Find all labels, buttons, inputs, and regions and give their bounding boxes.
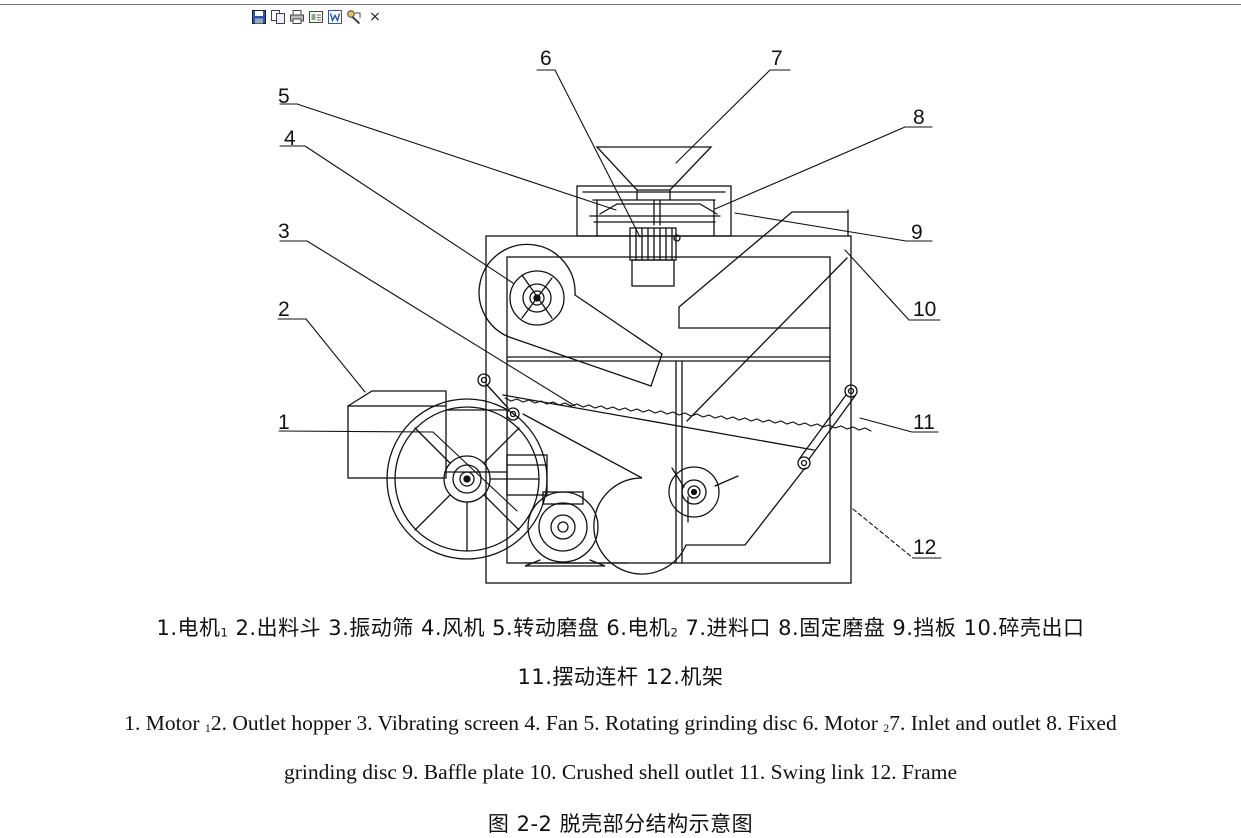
vibrating-screen xyxy=(477,373,872,451)
print-icon[interactable] xyxy=(289,9,305,25)
caption-en-part: 7. Inlet and outlet 8. Fixed xyxy=(889,711,1117,735)
word-export-icon[interactable] xyxy=(327,9,343,25)
swing-link xyxy=(797,384,858,470)
label-10: 10 xyxy=(913,298,936,321)
close-icon[interactable]: × xyxy=(369,9,381,25)
label-5: 5 xyxy=(278,85,290,108)
caption-en-line-2: grinding disc 9. Baffle plate 10. Crushe… xyxy=(284,760,957,784)
label-7: 7 xyxy=(771,47,783,70)
figure-title: 图 2-2 脱壳部分结构示意图 xyxy=(487,812,754,836)
part-labels: 1 2 3 4 5 6 7 8 9 10 11 12 xyxy=(278,47,936,559)
caption-cn-subscript: 1 xyxy=(220,625,229,640)
label-6: 6 xyxy=(540,47,552,70)
motor-2 xyxy=(629,227,681,287)
caption-cn-part: 1.电机 xyxy=(156,616,221,640)
caption-en-subscript: 2 xyxy=(883,720,890,735)
label-12: 12 xyxy=(913,536,936,559)
caption-en-part: 1. Motor xyxy=(124,711,205,735)
caption-cn-line-2: 11.摆动连杆 12.机架 xyxy=(517,665,724,689)
top-border xyxy=(0,4,1241,5)
label-3: 3 xyxy=(278,220,290,243)
preview-icon[interactable] xyxy=(308,9,324,25)
edit-icon[interactable] xyxy=(346,9,362,25)
fan xyxy=(478,243,663,387)
outlet-hopper xyxy=(347,390,548,496)
caption-cn-part: 7.进料口 8.固定磨盘 9.挡板 10.碎壳出口 xyxy=(678,616,1085,640)
image-toolbar: × xyxy=(251,8,383,26)
grinding-disc-assembly xyxy=(576,185,732,237)
label-2: 2 xyxy=(278,298,290,321)
caption-en-line-1: 1. Motor 12. Outlet hopper 3. Vibrating … xyxy=(0,711,1241,736)
motor-1-pulley xyxy=(386,398,548,560)
lower-fan xyxy=(522,413,806,575)
label-11: 11 xyxy=(913,411,935,434)
caption-en-part: 2. Outlet hopper 3. Vibrating screen 4. … xyxy=(210,711,884,735)
label-1: 1 xyxy=(278,411,290,434)
frame xyxy=(485,235,852,584)
copy-icon[interactable] xyxy=(270,9,286,25)
caption-cn-part: 2.出料斗 3.振动筛 4.风机 5.转动磨盘 6.电机 xyxy=(228,616,671,640)
caption-cn-subscript: 2 xyxy=(670,625,679,640)
caption-en-subscript: 1 xyxy=(204,720,211,735)
label-8: 8 xyxy=(913,106,925,129)
label-4: 4 xyxy=(284,127,296,150)
dehulling-structure-diagram: 1 2 3 4 5 6 7 8 9 10 11 12 xyxy=(277,47,942,584)
leader-lines xyxy=(277,69,942,559)
save-icon[interactable] xyxy=(251,9,267,25)
motor-1 xyxy=(524,491,629,567)
caption-cn-line-1: 1.电机1 2.出料斗 3.振动筛 4.风机 5.转动磨盘 6.电机2 7.进料… xyxy=(0,612,1241,642)
label-9: 9 xyxy=(911,221,923,244)
